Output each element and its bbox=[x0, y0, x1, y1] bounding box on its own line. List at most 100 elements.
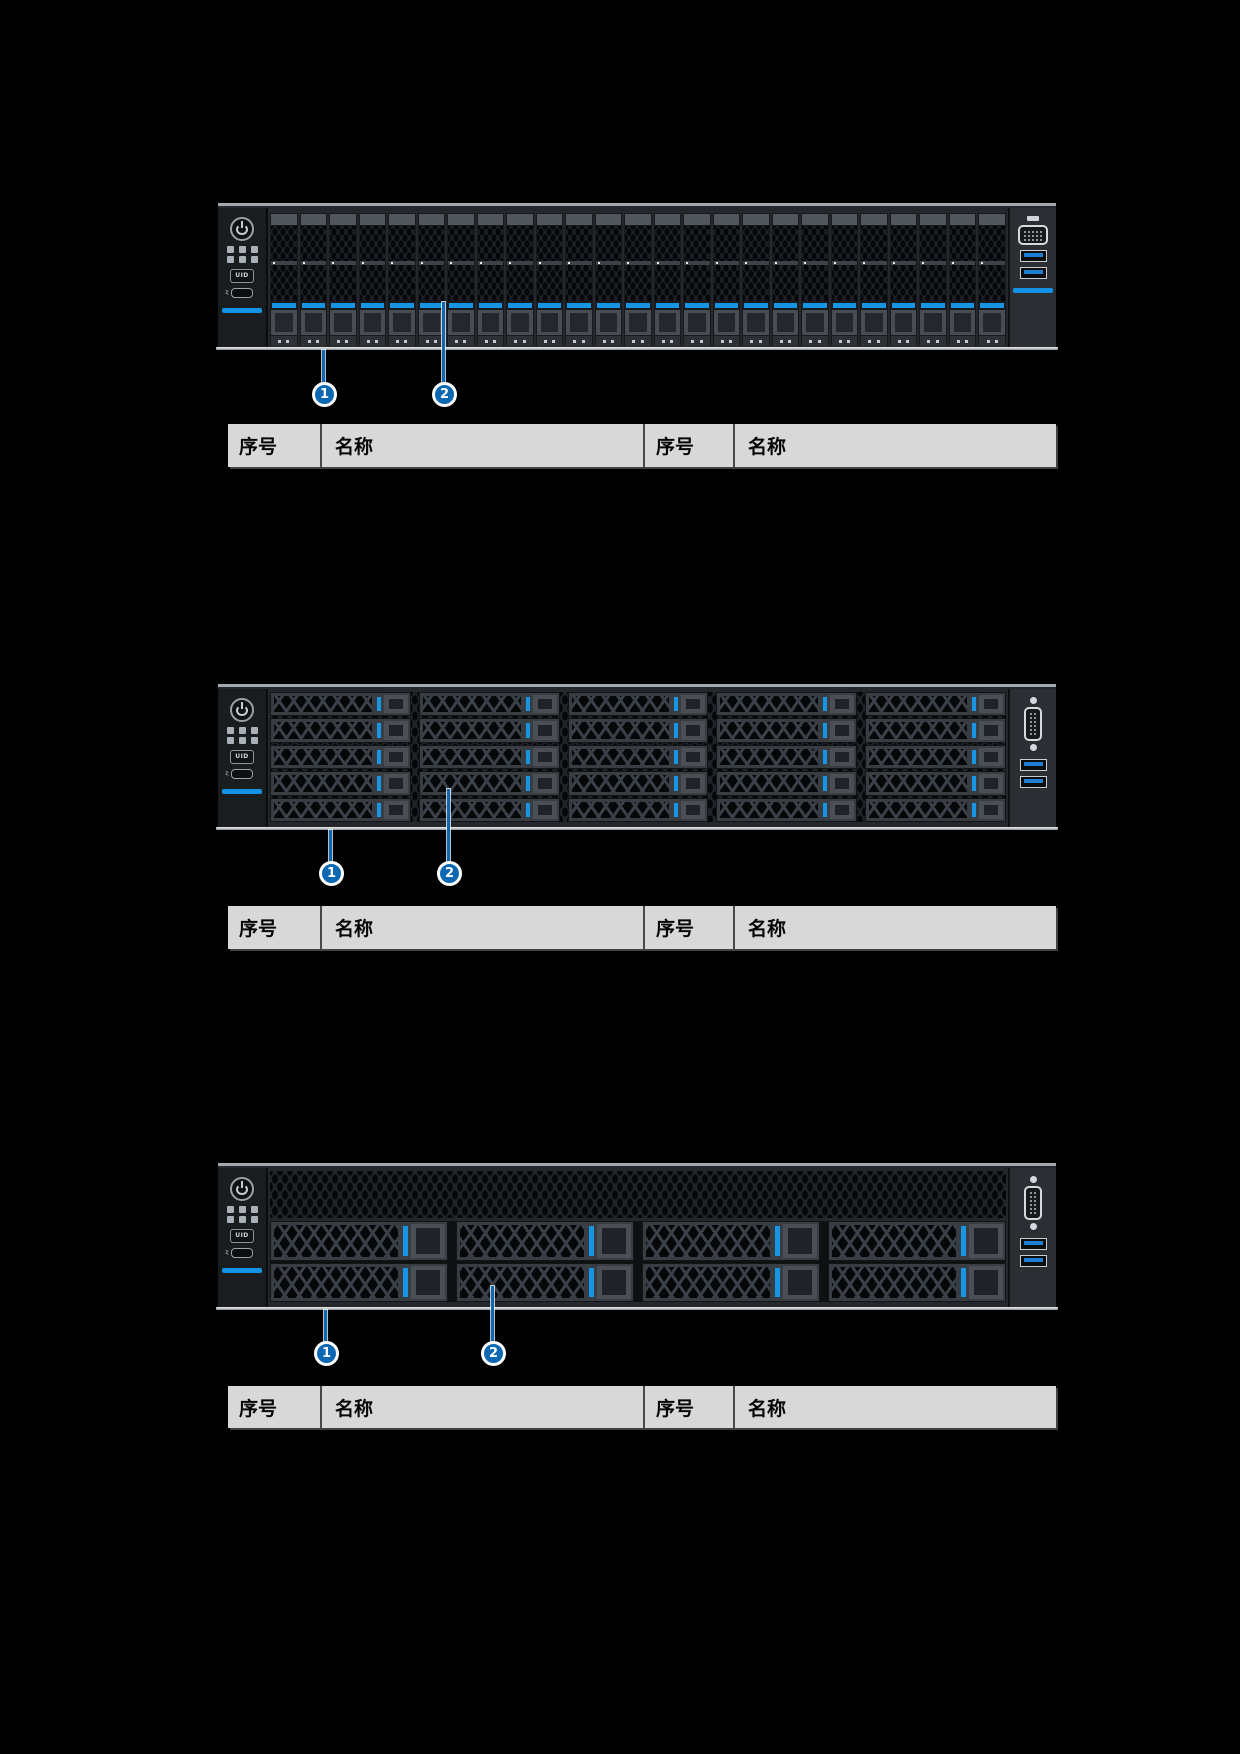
drive-latch bbox=[681, 774, 706, 793]
drive-led-strip bbox=[589, 1226, 594, 1256]
drive-bay-grille bbox=[359, 226, 386, 301]
drive-bay bbox=[742, 213, 770, 346]
vga-label-icon bbox=[1027, 216, 1039, 221]
drive-latch bbox=[949, 310, 976, 335]
drive-bay-rib bbox=[713, 260, 740, 265]
drive-latch bbox=[890, 310, 917, 335]
drive-led-strip bbox=[376, 776, 381, 791]
drive-latch bbox=[411, 1265, 445, 1299]
drive-latch bbox=[681, 721, 706, 740]
drive-latch bbox=[330, 310, 356, 335]
drive-latch bbox=[566, 310, 592, 335]
drive-tray bbox=[456, 1262, 634, 1302]
drive-led-strip bbox=[525, 776, 530, 791]
drive-latch bbox=[389, 310, 415, 335]
drive-tray bbox=[418, 797, 560, 822]
drive-latch bbox=[532, 695, 557, 714]
drive-latch bbox=[681, 747, 706, 767]
drive-bay-cap bbox=[831, 214, 858, 225]
drive-bay-grille bbox=[831, 226, 858, 301]
drive-led-strip bbox=[674, 697, 679, 712]
status-indicator-icons bbox=[226, 727, 258, 744]
drive-indicators bbox=[448, 336, 474, 346]
drive-latch bbox=[383, 800, 408, 819]
power-icon bbox=[230, 698, 254, 722]
drive-bay bbox=[417, 213, 446, 346]
drive-latch bbox=[681, 800, 706, 819]
drive-latch bbox=[979, 800, 1003, 819]
drive-tray bbox=[567, 797, 709, 822]
drive-bay-cap bbox=[890, 214, 917, 225]
drive-tray-grille bbox=[869, 696, 967, 713]
drive-latch bbox=[595, 310, 622, 335]
drive-tray-grille bbox=[571, 801, 670, 818]
drive-led-strip bbox=[823, 749, 828, 765]
drive-tray-grille bbox=[274, 696, 372, 713]
drive-bay bbox=[270, 213, 298, 346]
drive-tray-grille bbox=[720, 722, 819, 739]
drive-bay-grille bbox=[330, 226, 356, 301]
drive-latch bbox=[830, 774, 855, 793]
drive-tray bbox=[567, 744, 709, 770]
drive-bay-area-25sff bbox=[270, 213, 1006, 346]
drive-bay-grille bbox=[684, 226, 710, 301]
front-led-bar bbox=[222, 308, 262, 313]
drive-led-strip bbox=[272, 303, 296, 308]
drive-led-strip bbox=[832, 303, 857, 308]
drive-led-strip bbox=[972, 776, 976, 791]
drive-latch bbox=[300, 310, 327, 335]
service-port-icon bbox=[231, 1248, 253, 1258]
drive-tray bbox=[418, 771, 560, 796]
drive-bay-grille bbox=[271, 226, 297, 301]
drive-latch bbox=[418, 310, 445, 335]
drive-tray bbox=[270, 771, 411, 796]
service-port-icon bbox=[231, 769, 253, 779]
drive-bay-rib bbox=[625, 260, 651, 265]
chassis-baseline bbox=[216, 347, 1058, 350]
drive-led-strip bbox=[674, 749, 679, 765]
col-header-seq: 序号 bbox=[643, 1386, 733, 1428]
drive-bay-cap bbox=[418, 214, 445, 225]
drive-bay-grille bbox=[595, 226, 622, 301]
drive-bay bbox=[712, 213, 741, 346]
drive-led-strip bbox=[478, 303, 503, 308]
drive-bay-cap bbox=[713, 214, 740, 225]
drive-led-strip bbox=[744, 303, 768, 308]
usb-port bbox=[1019, 1238, 1047, 1250]
drive-tray-grille bbox=[422, 696, 521, 713]
drive-bay-rib bbox=[418, 260, 445, 265]
drive-bay-cap bbox=[772, 214, 799, 225]
drive-tray bbox=[716, 771, 858, 796]
usb-port bbox=[1019, 776, 1047, 788]
drive-bay-cap bbox=[359, 214, 386, 225]
drive-indicators bbox=[389, 336, 415, 346]
drive-bay-rib bbox=[684, 260, 710, 265]
drive-indicators bbox=[359, 336, 386, 346]
drive-tray bbox=[270, 718, 411, 743]
drive-bay-grille bbox=[654, 226, 681, 301]
drive-latch bbox=[783, 1224, 817, 1258]
drive-tray bbox=[418, 744, 560, 770]
right-io-panel bbox=[1008, 689, 1056, 827]
drive-tray-grille bbox=[571, 775, 670, 792]
drive-indicators bbox=[949, 336, 976, 346]
drive-bay-grille bbox=[802, 226, 828, 301]
drive-bay-grille bbox=[713, 226, 740, 301]
drive-latch bbox=[507, 310, 533, 335]
drive-tray bbox=[270, 797, 411, 822]
callout-2: 2 bbox=[432, 382, 457, 407]
drive-bay bbox=[653, 213, 682, 346]
drive-led-strip bbox=[596, 303, 621, 308]
drive-bay-grille bbox=[890, 226, 917, 301]
drive-latch bbox=[831, 310, 858, 335]
drive-indicators bbox=[831, 336, 858, 346]
drive-tray-grille bbox=[571, 696, 670, 713]
vga-port bbox=[1024, 707, 1042, 741]
front-led-bar bbox=[222, 1268, 262, 1273]
drive-bay-cap bbox=[979, 214, 1005, 225]
drive-bay bbox=[506, 213, 534, 346]
drive-led-strip bbox=[972, 723, 976, 738]
drive-bay-grille bbox=[507, 226, 533, 301]
drive-tray-grille bbox=[422, 722, 521, 739]
usb-port bbox=[1019, 1255, 1047, 1267]
